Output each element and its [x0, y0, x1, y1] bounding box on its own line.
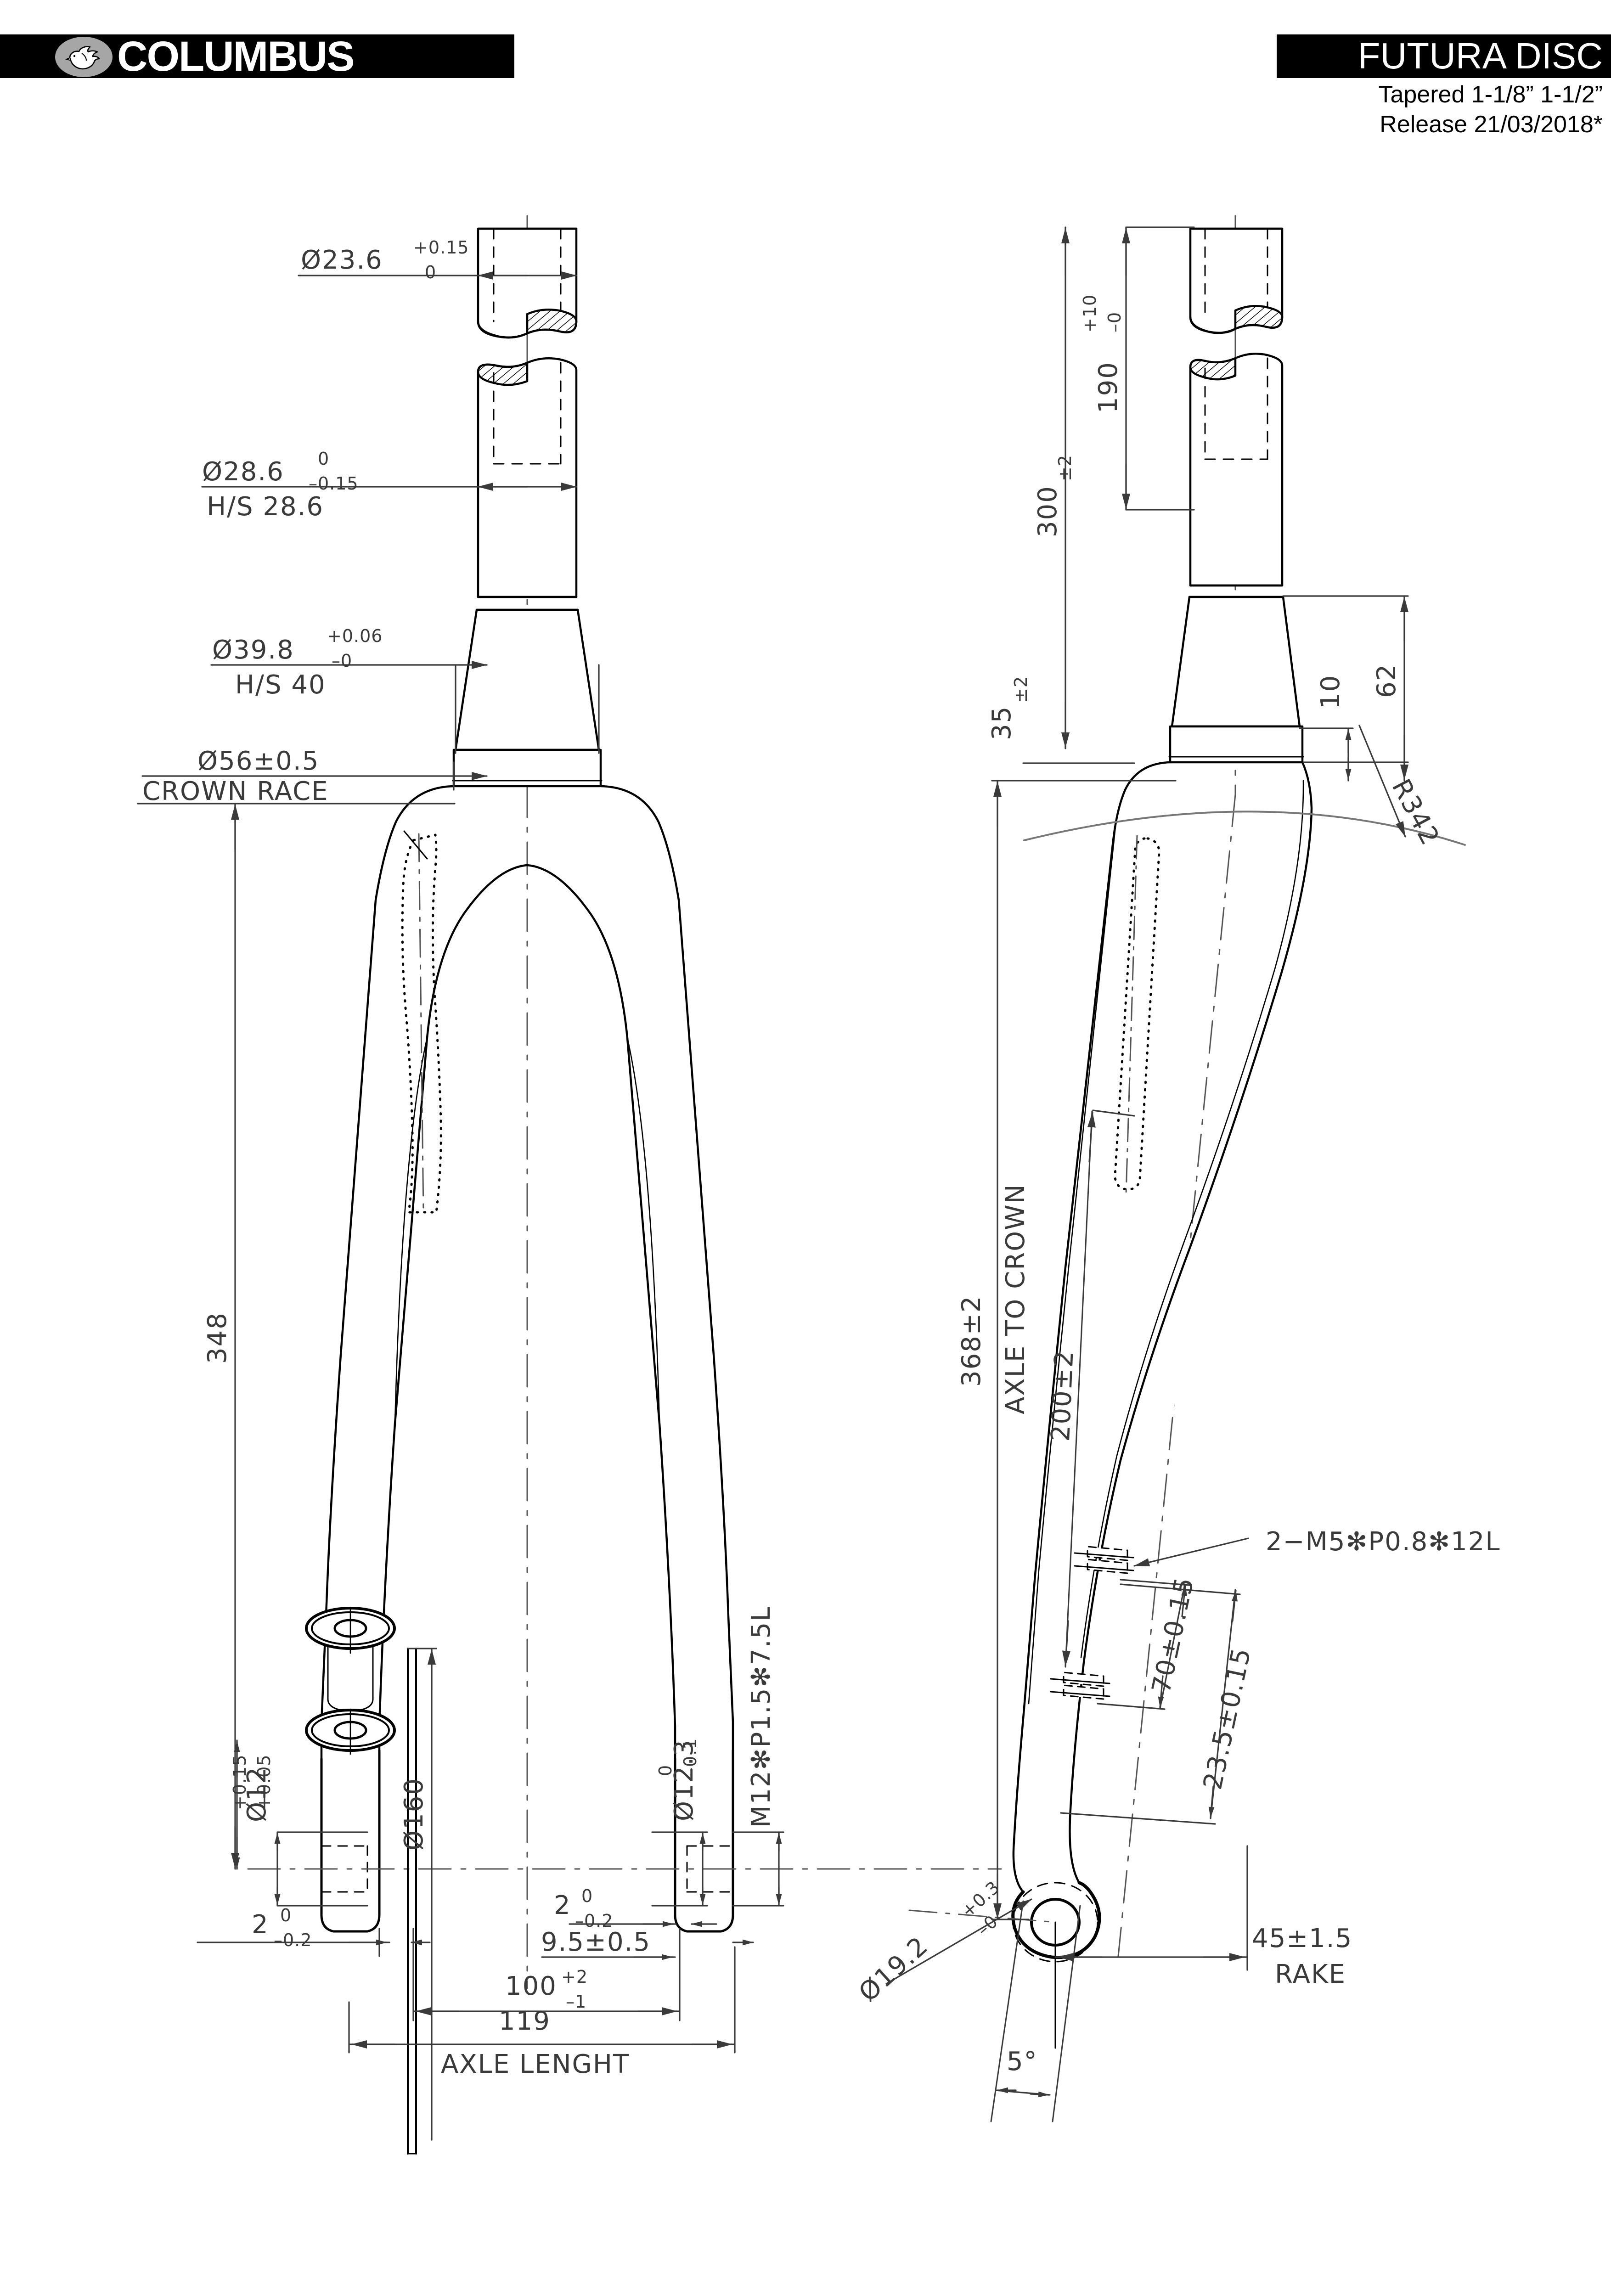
page-subtitle-taper: Tapered 1-1/8” 1-1/2”: [1378, 81, 1603, 108]
dim-right-dropout-thk-tol-lower: –0.2: [575, 1911, 613, 1931]
dim-dropout-hole-tol-lower: +0.05: [254, 1755, 274, 1810]
dim-right-dropout-thk: 2: [554, 1891, 571, 1920]
dim-dropout-angle: 5°: [1007, 2047, 1038, 2077]
front-view-dimensions: [137, 271, 784, 2141]
dim-dropout-outer-dia: Ø19.2: [853, 1930, 934, 2008]
side-view-dimensions: [885, 226, 1409, 2098]
dim-dropout-hole-tol-upper: +0.15: [230, 1755, 250, 1810]
dim-crown-to-ref: 35: [987, 706, 1017, 740]
dim-steerer-lower-tol-upper: +0.06: [327, 626, 383, 646]
page-header: COLUMBUS FUTURA DISC Tapered 1-1/8” 1-1/…: [0, 0, 1611, 138]
caliper-mount-bosses: [1050, 1546, 1134, 1700]
brand-wordmark: COLUMBUS: [117, 33, 355, 80]
dim-steerer-upper-tol-lower: –0.15: [309, 473, 359, 494]
front-view-geometry: [247, 215, 1002, 2155]
dim-crown-race-seat: 10: [1316, 675, 1346, 709]
dim-steerer-lower-tol-lower: –0: [332, 651, 352, 671]
label-rake: RAKE: [1275, 1959, 1346, 1989]
dim-left-dropout-thk-tol-lower: –0.2: [274, 1930, 312, 1950]
dim-crown-race-dia: Ø56±0.5: [197, 746, 319, 776]
dim-hub-spacing-tol-lower: –1: [566, 1992, 586, 2012]
dim-left-dropout-thk-tol-upper: 0: [280, 1905, 292, 1925]
dim-taper-len: 62: [1372, 664, 1402, 698]
label-hs-40: H/S 40: [235, 670, 326, 700]
dim-steerer-total-len: 300: [1033, 485, 1063, 537]
disc-rotor: [407, 1648, 417, 2155]
dim-blade-length: 348: [203, 1312, 232, 1364]
dim-steerer-cut-tol-lower: –0: [1104, 312, 1125, 332]
dim-steerer-upper-dia: Ø28.6: [202, 457, 284, 487]
dim-steerer-total-tol: ±2: [1055, 455, 1075, 481]
dim-thru-axle-dia: Ø12.3: [669, 1739, 699, 1821]
side-view-geometry: [908, 215, 1466, 2122]
dim-steerer-upper-tol-upper: 0: [318, 449, 329, 469]
dim-rake-offset: 45±1.5: [1252, 1924, 1352, 1953]
label-axle-to-crown: AXLE TO CROWN: [1001, 1184, 1031, 1415]
dove-icon: [65, 46, 100, 70]
dim-hub-spacing: 100: [505, 1971, 557, 2001]
dim-left-dropout-thk: 2: [252, 1910, 269, 1940]
label-hs-28: H/S 28.6: [207, 492, 324, 522]
dim-steerer-cut-tol-upper: +10: [1080, 294, 1100, 332]
dim-thru-axle-tol-lower: –0.1: [680, 1738, 700, 1776]
dim-dropout-hole-dia: Ø12: [242, 1767, 272, 1822]
front-view-labels: Ø23.6 +0.15 0 Ø28.6 0 –0.15 H/S 28.6 Ø39…: [142, 237, 776, 2079]
dim-crown-to-ref-tol: ±2: [1011, 676, 1031, 703]
page-title: FUTURA DISC: [1358, 35, 1603, 76]
dim-axle-to-crown: 368±2: [957, 1295, 986, 1387]
dim-caliper-mount-spec: 2−M5✻P0.8✻12L: [1266, 1527, 1501, 1557]
dim-dropout-offset: 9.5±0.5: [541, 1927, 651, 1957]
dim-right-dropout-thk-tol-upper: 0: [581, 1886, 593, 1906]
header-black-bar-right: [1277, 34, 1611, 78]
dim-steerer-top-tol-lower: 0: [425, 262, 436, 282]
dim-steerer-top-tol-upper: +0.15: [413, 237, 469, 258]
dim-caliper-mount-offset: 23.5±0.15: [1198, 1645, 1257, 1792]
page-footer: COLUMBUS / Gruppo SRL / Via G. Di Vittor…: [0, 2177, 1611, 2277]
dim-thru-axle-tol-upper: 0: [655, 1765, 676, 1776]
side-view-labels: 190 +10 –0 300 ±2 35 ±2 62 10 R342 368±2…: [853, 294, 1501, 2077]
dim-blade-mount-ref: 200±2: [1046, 1350, 1080, 1442]
dim-steerer-cut-len: 190: [1093, 361, 1123, 413]
dim-steerer-top-dia: Ø23.6: [301, 245, 383, 275]
dim-axle-length: 119: [499, 2006, 551, 2036]
page-subtitle-release: Release 21/03/2018*: [1380, 111, 1603, 138]
label-axle-length: AXLE LENGHT: [441, 2049, 630, 2079]
disc-brake-mount: [305, 1606, 396, 1756]
dim-axle-thread: M12✻P1.5✻7.5L: [746, 1606, 776, 1828]
label-crown-race: CROWN RACE: [142, 777, 329, 806]
dim-rotor-dia: Ø160: [399, 1778, 429, 1851]
dropout-eye: [908, 1881, 1101, 2049]
dim-hub-spacing-tol-upper: +2: [561, 1967, 588, 1987]
dim-steerer-lower-dia: Ø39.8: [212, 635, 294, 665]
